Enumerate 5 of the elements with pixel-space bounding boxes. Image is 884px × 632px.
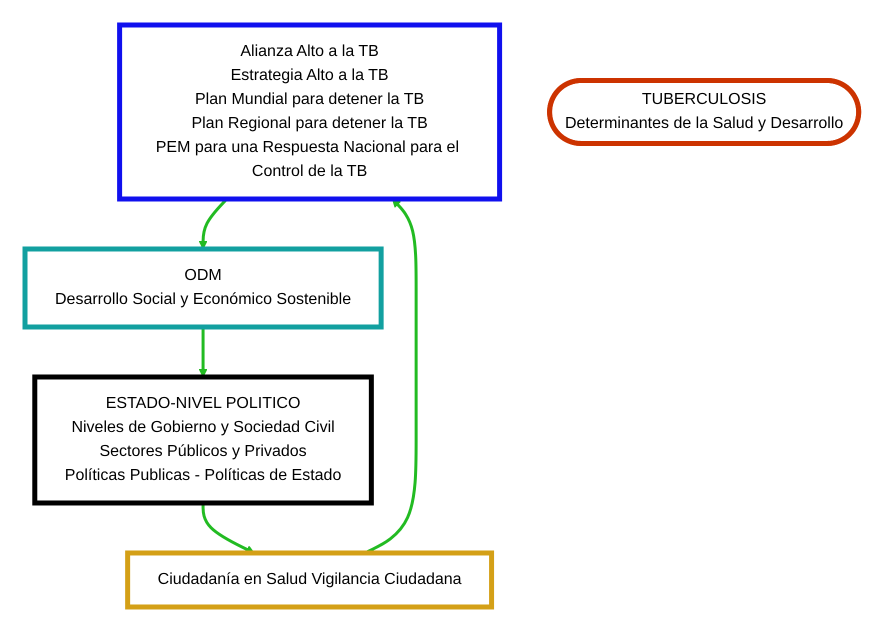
node-box: Alianza Alto a la TB Estrategia Alto a la TB Plan Mundial para detener la TB Plan Regional para detener la TB PEM para una Respuesta Nacional para el Control de la TB [117,22,502,202]
arrow [202,502,255,554]
node-box: ESTADO-NIVEL POLITICO Niveles de Gobierno y Sociedad Civil Sectores Públicos y Privados Políticas Publicas - Políticas de Estado [32,374,374,506]
node-box: ODM Desarrollo Social y Económico Sostenible [22,246,384,330]
node-box: Ciudadanía en Salud Vigilancia Ciudadana [125,550,494,610]
